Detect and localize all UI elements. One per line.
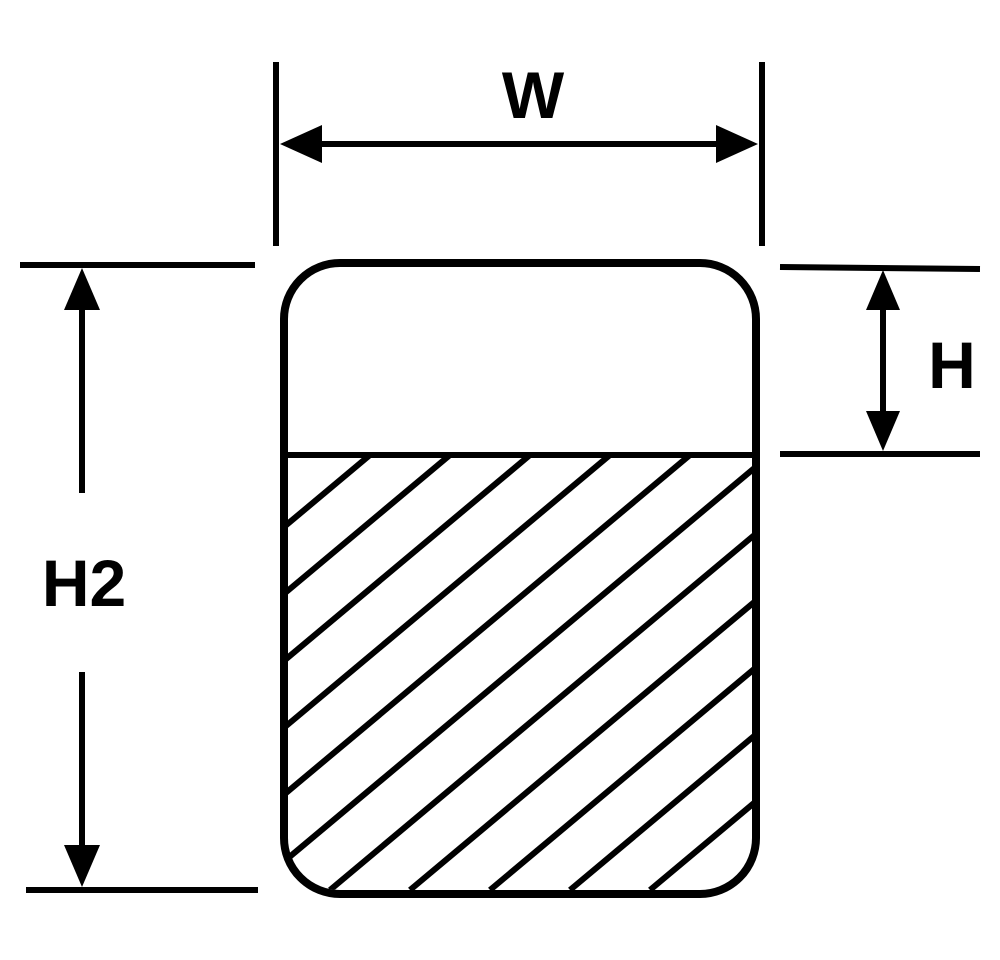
hatched-section [288,455,752,890]
w-label: W [502,58,565,132]
w-dimension-arrow [280,125,758,163]
h-extension-line-top [779,264,981,272]
profile-outline [280,259,760,898]
h-dimension-arrow [866,270,900,451]
h2-dimension-arrow [64,268,100,887]
h-label: H [928,328,976,402]
h2-label: H2 [42,546,126,620]
